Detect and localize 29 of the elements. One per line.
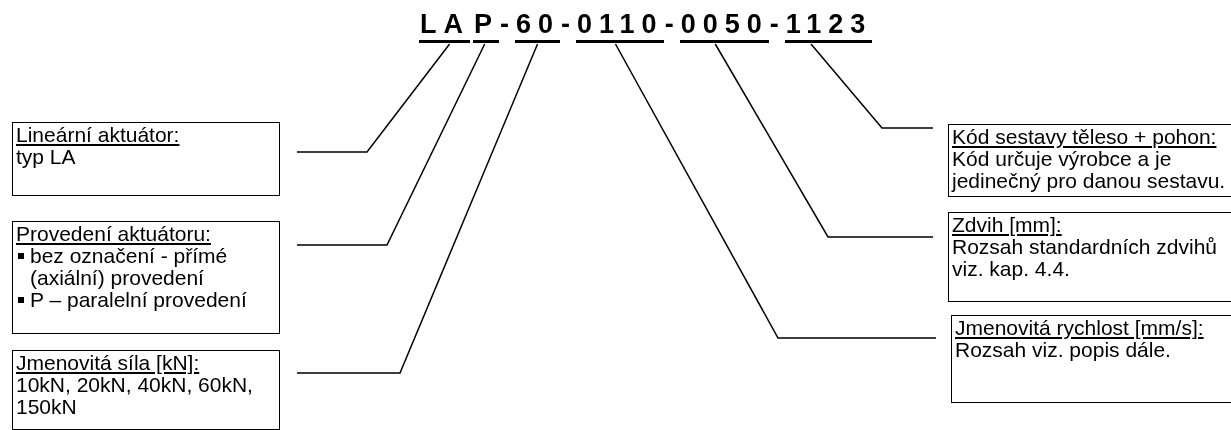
field-heading: Jmenovitá rychlost [mm/s]: [955, 317, 1205, 339]
field-heading: Provedení aktuátoru: [16, 223, 212, 245]
code-segment: P [473, 8, 499, 43]
description-box [12, 122, 280, 196]
separator: - [500, 8, 509, 40]
separator: - [561, 8, 571, 40]
code-segment: LA [419, 8, 470, 43]
bullet-item: P – paralelní provedení [16, 289, 276, 311]
code-segment: 60 [515, 8, 561, 43]
field-description: 10kN, 20kN, 40kN, 60kN, 150kN [16, 374, 254, 418]
field-description: Kód určuje výrobce a je jedinečný pro danou sestavu. [952, 148, 1227, 192]
separator: - [664, 8, 674, 40]
field-heading: Zdvih [mm]: [952, 214, 1063, 236]
bullet-item: bez označení - přímé (axiální) provedení [16, 245, 276, 289]
field-heading: Kód sestavy těleso + pohon: [952, 126, 1218, 148]
description-box [12, 350, 280, 430]
field-description: Rozsah standardních zdvihů viz. kap. 4.4. [952, 236, 1218, 280]
description-box [948, 124, 1231, 197]
description-box [948, 212, 1231, 302]
field-heading: Jmenovitá síla [kN]: [16, 352, 201, 374]
description-box [12, 221, 280, 334]
code-segment: 0110 [576, 8, 664, 43]
code-segment: 1123 [784, 8, 873, 43]
field-description: Rozsah viz. popis dále. [955, 339, 1171, 361]
code-segment: 0050 [679, 8, 769, 43]
separator: - [769, 8, 779, 40]
field-heading: Lineární aktuátor: [16, 124, 181, 146]
field-description: typ LA [16, 146, 77, 168]
description-box [951, 315, 1231, 403]
